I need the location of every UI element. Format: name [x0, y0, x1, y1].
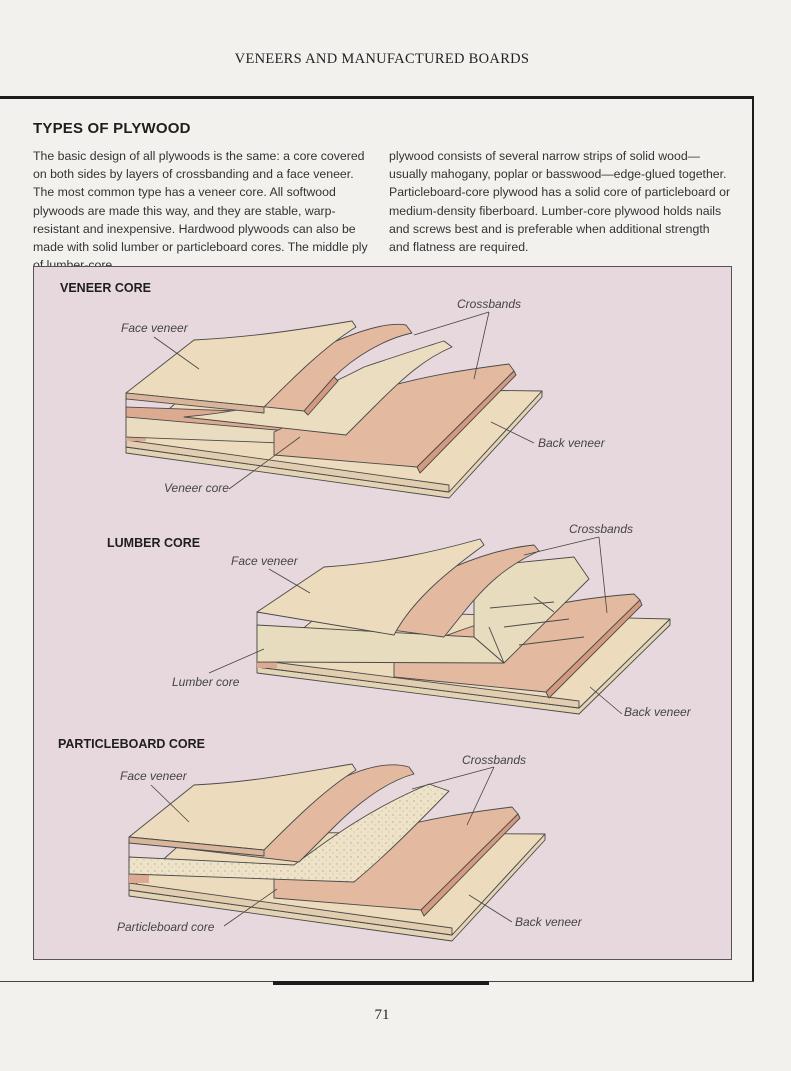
lumber-core-face-veneer-label: Face veneer	[231, 554, 299, 568]
veneer-core-face-veneer-label: Face veneer	[121, 321, 189, 335]
particleboard-core-heading: PARTICLEBOARD CORE	[58, 737, 205, 751]
lumber-core-crossbands-label: Crossbands	[569, 522, 633, 536]
lumber-core-back-veneer-label: Back veneer	[624, 705, 692, 719]
page-number: 71	[374, 1007, 390, 1023]
running-head: VENEERS AND MANUFACTURED BOARDS	[234, 51, 530, 67]
particleboard-core-face-veneer-label: Face veneer	[120, 769, 188, 783]
side-rule	[752, 96, 754, 982]
veneer-core-crossbands-label: Crossbands	[457, 297, 521, 311]
body-text-column-2: plywood consists of several narrow strip…	[389, 149, 731, 255]
lumber-core-leader-lines	[208, 536, 623, 715]
top-rule	[0, 96, 754, 99]
veneer-core-back-veneer-label: Back veneer	[538, 436, 606, 450]
bottom-rule-tab	[273, 981, 489, 985]
plywood-illustration-panel: VENEER CORE Face veneer Crossbands Back …	[33, 266, 732, 960]
veneer-core-leader-lines	[153, 311, 535, 490]
plywood-illustration: VENEER CORE Face veneer Crossbands Back …	[58, 281, 692, 942]
lumber-core-diagram	[256, 538, 671, 715]
section-title: TYPES OF PLYWOOD	[33, 120, 191, 137]
lumber-core-heading: LUMBER CORE	[107, 536, 200, 550]
particleboard-core-leader-lines	[150, 766, 513, 927]
particleboard-core-back-veneer-label: Back veneer	[515, 915, 583, 929]
veneer-core-core-label: Veneer core	[164, 481, 229, 495]
body-text-column-1: The basic design of all plywoods is the …	[33, 149, 368, 272]
veneer-core-diagram	[125, 320, 543, 499]
particleboard-core-core-label: Particleboard core	[117, 920, 215, 934]
lumber-core-core-label: Lumber core	[172, 675, 240, 689]
particleboard-core-diagram	[128, 763, 546, 942]
veneer-core-heading: VENEER CORE	[60, 281, 151, 295]
particleboard-core-crossbands-label: Crossbands	[462, 753, 526, 767]
